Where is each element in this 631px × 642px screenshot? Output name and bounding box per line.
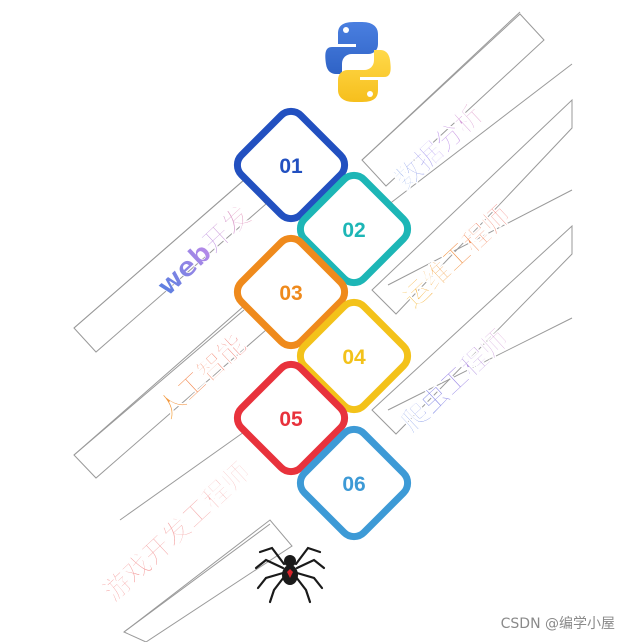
label-frame <box>361 13 545 187</box>
diamond-shape <box>233 107 349 223</box>
diamond-shape <box>296 298 412 414</box>
step-number: 03 <box>279 282 302 305</box>
connector-line <box>387 317 573 411</box>
watermark-text: CSDN @编学小屋 <box>501 616 615 632</box>
connector-line <box>387 189 573 286</box>
category-label: 数据分析 <box>389 99 489 195</box>
connector-line <box>387 63 573 206</box>
step-diamond: 04 <box>296 298 412 414</box>
step-number: 06 <box>342 473 365 496</box>
label-frame <box>371 224 573 435</box>
category-label: 运维工程师 <box>397 200 517 315</box>
spider-icon <box>254 546 326 604</box>
label-frame <box>371 98 573 315</box>
step-number: 01 <box>279 155 303 178</box>
step-number: 05 <box>279 408 303 431</box>
step-diamond: 02 <box>296 171 412 287</box>
step-diamond: 06 <box>296 425 412 541</box>
step-diamond: 01 <box>233 107 349 223</box>
number-diamonds: 01 02 03 04 05 06 <box>233 107 412 541</box>
diamond-shape <box>233 360 349 476</box>
step-diamond: 05 <box>233 360 349 476</box>
category-label: 爬虫工程师 <box>395 324 515 439</box>
connector-line <box>73 309 245 456</box>
step-number: 04 <box>342 346 366 369</box>
label-frame <box>123 519 293 642</box>
connector-line <box>123 523 271 633</box>
connector-line <box>119 431 245 521</box>
step-diamond: 03 <box>233 234 349 350</box>
diamond-shape <box>233 234 349 350</box>
python-logo-icon <box>325 22 391 102</box>
step-number: 02 <box>342 219 365 242</box>
diamond-shape <box>296 171 412 287</box>
diamond-shape <box>296 425 412 541</box>
